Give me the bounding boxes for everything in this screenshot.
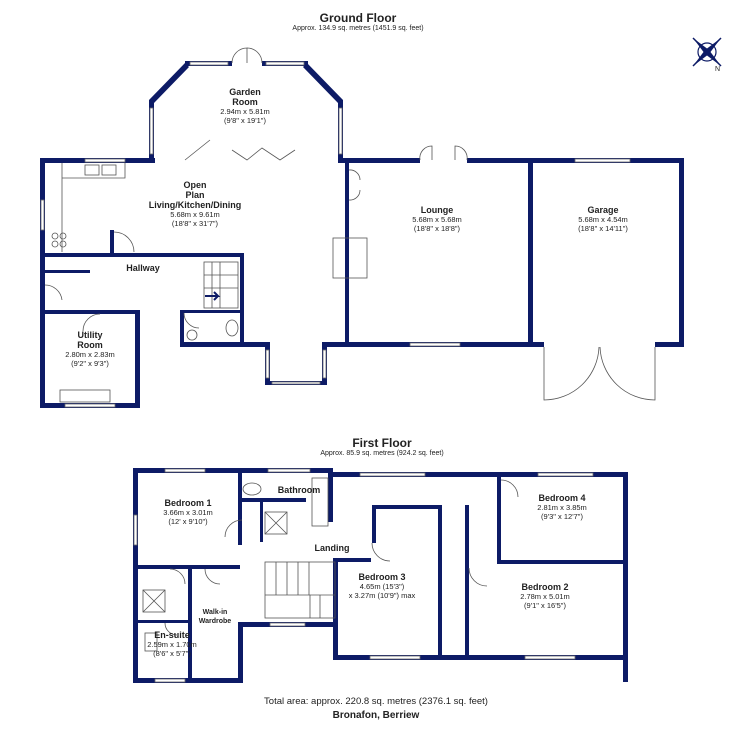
room-dimensions-metric: 2.81m x 3.85m (537, 503, 587, 512)
bedroom-4-label: Bedroom 4 2.81m x 3.85m (9'3" x 12'7") (537, 493, 587, 521)
room-name: Utility Room (77, 330, 103, 350)
room-dimensions-metric: 3.66m x 3.01m (163, 508, 213, 517)
ground-stairs (203, 261, 239, 309)
garage-doors (543, 346, 656, 401)
wc-fixtures (186, 319, 239, 341)
room-dimensions-metric: 2.78m x 5.01m (520, 592, 570, 601)
first-stairs (264, 561, 336, 619)
walk-in-wardrobe-label: Walk-in Wardrobe (198, 609, 232, 625)
hallway-label: Hallway (126, 263, 160, 273)
garden-french-doors (231, 47, 263, 64)
room-dimensions-imperial: (18'8" x 14'11") (578, 224, 628, 233)
ground-floor-title: Ground Floor (319, 11, 397, 25)
room-dimensions-imperial: (18'8" x 31'7") (171, 219, 219, 228)
ground-outer-walls (40, 158, 684, 408)
room-name: Open Plan Living/Kitchen/Dining (148, 180, 242, 210)
bedroom-1-label: Bedroom 1 3.66m x 3.01m (12' x 9'10") (163, 498, 213, 526)
room-dimensions-metric: 2.80m x 2.83m (65, 350, 115, 359)
bifold-doors (184, 139, 296, 161)
ground-windows (40, 158, 631, 408)
room-dimensions-imperial: (18'8" x 18'8") (413, 224, 461, 233)
room-dimensions-imperial: (9'3" x 12'7") (541, 512, 583, 521)
en-suite-label: En-suite 2.59m x 1.70m (8'6" x 5'7") (147, 630, 197, 658)
first-floor-area: Approx. 85.9 sq. metres (924.2 sq. feet) (320, 450, 444, 457)
lounge-label: Lounge 5.68m x 5.68m (18'8" x 18'8") (412, 205, 462, 233)
lounge-french-doors (348, 145, 468, 201)
total-area: Total area: approx. 220.8 sq. metres (23… (264, 696, 488, 707)
ground-internal-walls (45, 230, 244, 345)
bay-window (265, 342, 327, 385)
bedroom-2-label: Bedroom 2 2.78m x 5.01m (9'1" x 16'5") (520, 582, 570, 610)
room-dimensions-imperial: (9'1" x 16'5") (524, 601, 566, 610)
room-dimensions-imperial: (12' x 9'10") (168, 517, 208, 526)
room-name: Garage (587, 205, 619, 215)
compass-north-label: N (715, 66, 721, 73)
kitchen-fixtures (51, 163, 126, 252)
room-dimensions-metric: 4.65m (15'3") (359, 582, 405, 591)
utility-room-label: Utility Room 2.80m x 2.83m (9'2" x 9'3") (65, 330, 115, 368)
bathroom-label: Bathroom (277, 485, 321, 495)
room-dimensions-imperial: (9'2" x 9'3") (71, 359, 109, 368)
room-name: Bedroom 4 (538, 493, 586, 503)
room-dimensions-imperial: (9'8" x 19'1") (224, 116, 266, 125)
open-plan-label: Open Plan Living/Kitchen/Dining 5.68m x … (149, 180, 242, 228)
bedroom-3-label: Bedroom 3 4.65m (15'3") x 3.27m (10'9") … (349, 572, 416, 600)
garden-room-label: Garden Room 2.94m x 5.81m (9'8" x 19'1") (220, 87, 270, 125)
compass-rose-icon (692, 37, 722, 67)
room-dimensions-imperial: (8'6" x 5'7") (153, 649, 191, 658)
hallway-doors (44, 231, 200, 332)
garage-label: Garage 5.68m x 4.54m (18'8" x 14'11") (578, 205, 628, 233)
room-dimensions-imperial: x 3.27m (10'9") max (348, 591, 416, 600)
room-name: En-suite (154, 630, 190, 640)
room-name: Bedroom 1 (164, 498, 212, 508)
property-address: Bronafon, Berriew (332, 710, 420, 721)
kitchen-island (332, 237, 368, 279)
room-dimensions-metric: 5.68m x 4.54m (578, 215, 628, 224)
room-name: Lounge (420, 205, 454, 215)
room-name: Bedroom 2 (521, 582, 569, 592)
first-windows (133, 468, 594, 683)
ground-floor-plan (40, 47, 684, 408)
room-dimensions-metric: 5.68m x 5.68m (412, 215, 462, 224)
first-fixtures (142, 477, 329, 652)
first-internal-walls (138, 473, 628, 683)
room-name: Bedroom 3 (358, 572, 406, 582)
room-dimensions-metric: 5.68m x 9.61m (170, 210, 220, 219)
first-doors (164, 479, 519, 636)
room-dimensions-metric: 2.94m x 5.81m (220, 107, 270, 116)
garden-room-walls (149, 61, 343, 160)
room-dimensions-metric: 2.59m x 1.70m (147, 640, 197, 649)
ground-floor-area: Approx. 134.9 sq. metres (1451.9 sq. fee… (292, 25, 424, 32)
room-name: Garden Room (229, 87, 261, 107)
first-floor-title: First Floor (352, 436, 412, 450)
landing-label: Landing (314, 543, 350, 553)
first-floor-plan (133, 468, 628, 683)
utility-fixtures (59, 389, 111, 403)
